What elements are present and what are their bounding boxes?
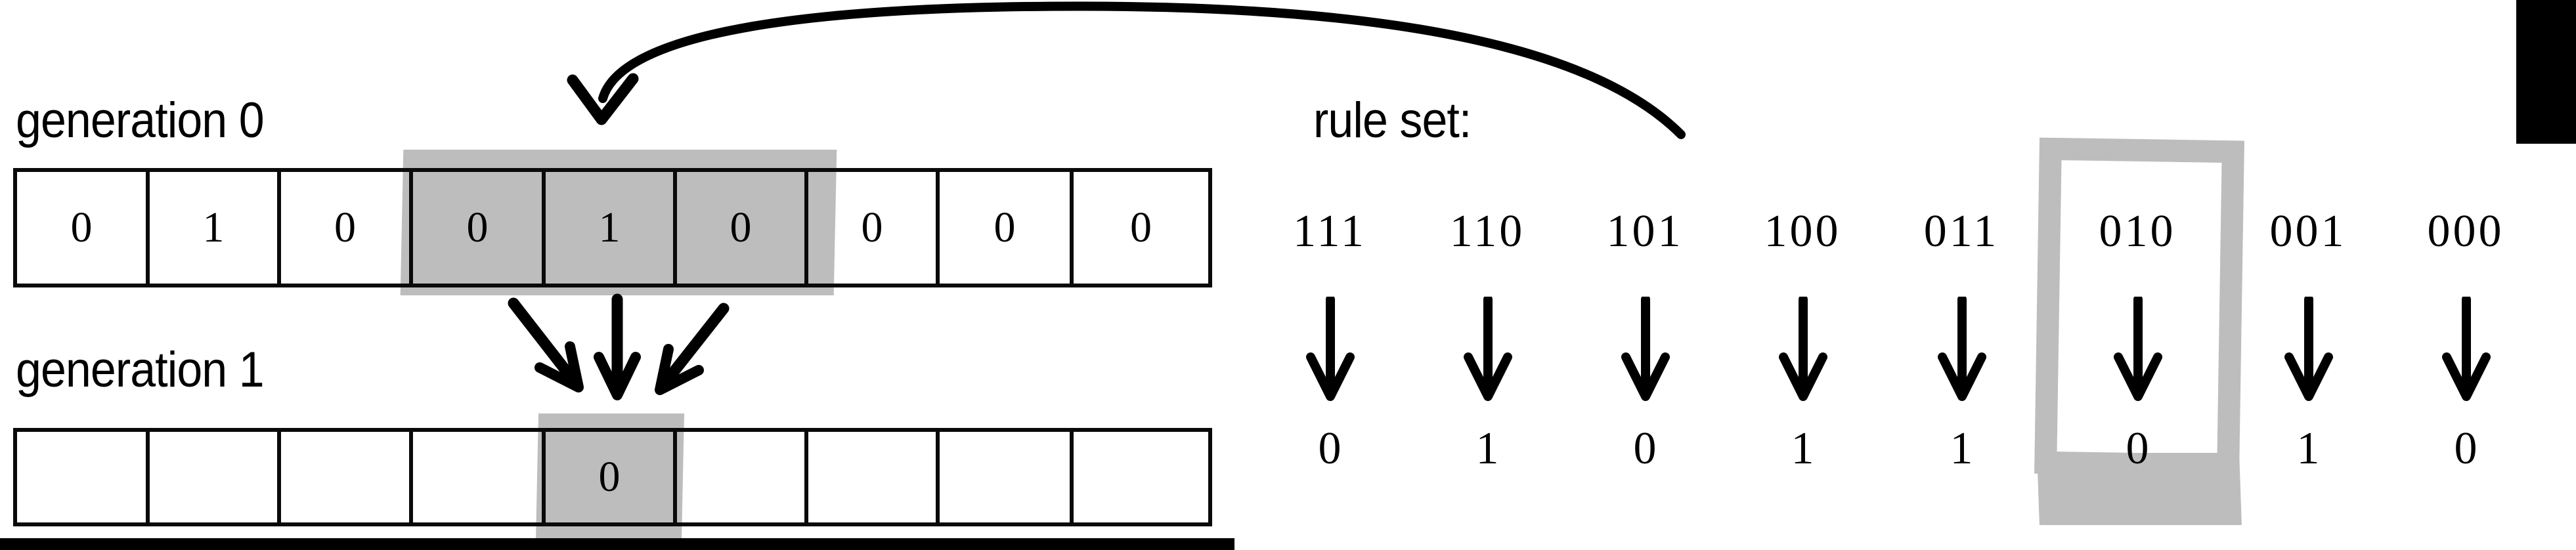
converging-arrows-group (508, 293, 730, 400)
rule-output-7: 0 (2454, 423, 2478, 474)
rule-output-0: 0 (1318, 423, 1342, 474)
gen1-cell-0[interactable] (17, 432, 150, 522)
rule-arrow-0 (1306, 297, 1355, 401)
gen0-cell-8[interactable]: 0 (1130, 203, 1152, 251)
bottom-left-black-bar (0, 538, 1234, 550)
rule-column-1[interactable]: 110 (1405, 209, 1569, 255)
gen0-cell-1[interactable]: 1 (150, 172, 281, 284)
rule-output-2: 0 (1633, 423, 1657, 474)
rule-column-2[interactable]: 101 (1563, 209, 1727, 255)
rule-lookup-curved-arrow (567, 1, 1686, 139)
generation-0-tape: 0 1 0 0 1 0 0 0 0 (13, 168, 1212, 287)
gen1-cell-4[interactable]: 0 (546, 432, 677, 522)
rule-pattern-2: 101 (1606, 206, 1684, 257)
rule-column-5[interactable]: 010 (2055, 209, 2219, 255)
gen0-cell-5[interactable]: 0 (677, 172, 808, 284)
rule-pattern-0: 111 (1293, 206, 1366, 257)
converging-arrow-middle (594, 293, 641, 400)
rule-output-1: 1 (1475, 423, 1499, 474)
gen1-cell-7[interactable] (940, 432, 1074, 522)
generation-1-tape: 0 (13, 428, 1212, 526)
gen0-cell-0[interactable]: 0 (17, 172, 150, 284)
gen1-cell-5[interactable] (677, 432, 808, 522)
rule-column-7[interactable]: 000 (2384, 209, 2548, 255)
rule-arrows-group (1306, 297, 2491, 401)
converging-arrow-left (508, 297, 584, 392)
rule-arrow-4 (1938, 297, 1986, 401)
top-right-black-bar (2516, 0, 2576, 144)
rule-pattern-3: 100 (1764, 206, 1841, 257)
rule-pattern-4: 011 (1923, 206, 1999, 257)
rule-output-3: 1 (1791, 423, 1814, 474)
rule-column-6[interactable]: 001 (2226, 209, 2390, 255)
gen0-cell-2[interactable]: 0 (281, 172, 413, 284)
gen1-cell-6[interactable] (808, 432, 940, 522)
rule-pattern-6: 001 (2269, 206, 2347, 257)
rule-set-label: rule set: (1313, 93, 1472, 148)
rule-arrow-2 (1621, 297, 1670, 401)
gen0-cell-6[interactable]: 0 (808, 172, 940, 284)
gen0-cell-7[interactable]: 0 (940, 172, 1074, 284)
rule-output-5: 0 (2126, 423, 2149, 474)
gen1-cell-1[interactable] (150, 432, 281, 522)
rule-pattern-7: 000 (2427, 206, 2504, 257)
rule-column-0[interactable]: 111 (1248, 209, 1412, 255)
rule-column-4[interactable]: 011 (1879, 209, 2043, 255)
rule-column-3[interactable]: 100 (1720, 209, 1885, 255)
generation-0-label: generation 0 (16, 93, 265, 148)
rule-arrow-6 (2284, 297, 2333, 401)
gen0-cell-4[interactable]: 1 (546, 172, 677, 284)
gen0-cell-3[interactable]: 0 (413, 172, 546, 284)
rule-arrow-7 (2442, 297, 2491, 401)
rule-pattern-5: 010 (2099, 206, 2176, 257)
generation-1-label: generation 1 (16, 342, 265, 398)
gen1-cell-3[interactable] (413, 432, 546, 522)
rule-output-6: 1 (2296, 423, 2320, 474)
gen1-cell-8[interactable] (1074, 432, 1208, 522)
gen1-cell-2[interactable] (281, 432, 413, 522)
rule-arrow-3 (1779, 297, 1827, 401)
rule-pattern-1: 110 (1449, 206, 1525, 257)
rule-output-4: 1 (1950, 423, 1973, 474)
converging-arrow-right (655, 303, 730, 395)
rule-arrow-1 (1464, 297, 1512, 401)
